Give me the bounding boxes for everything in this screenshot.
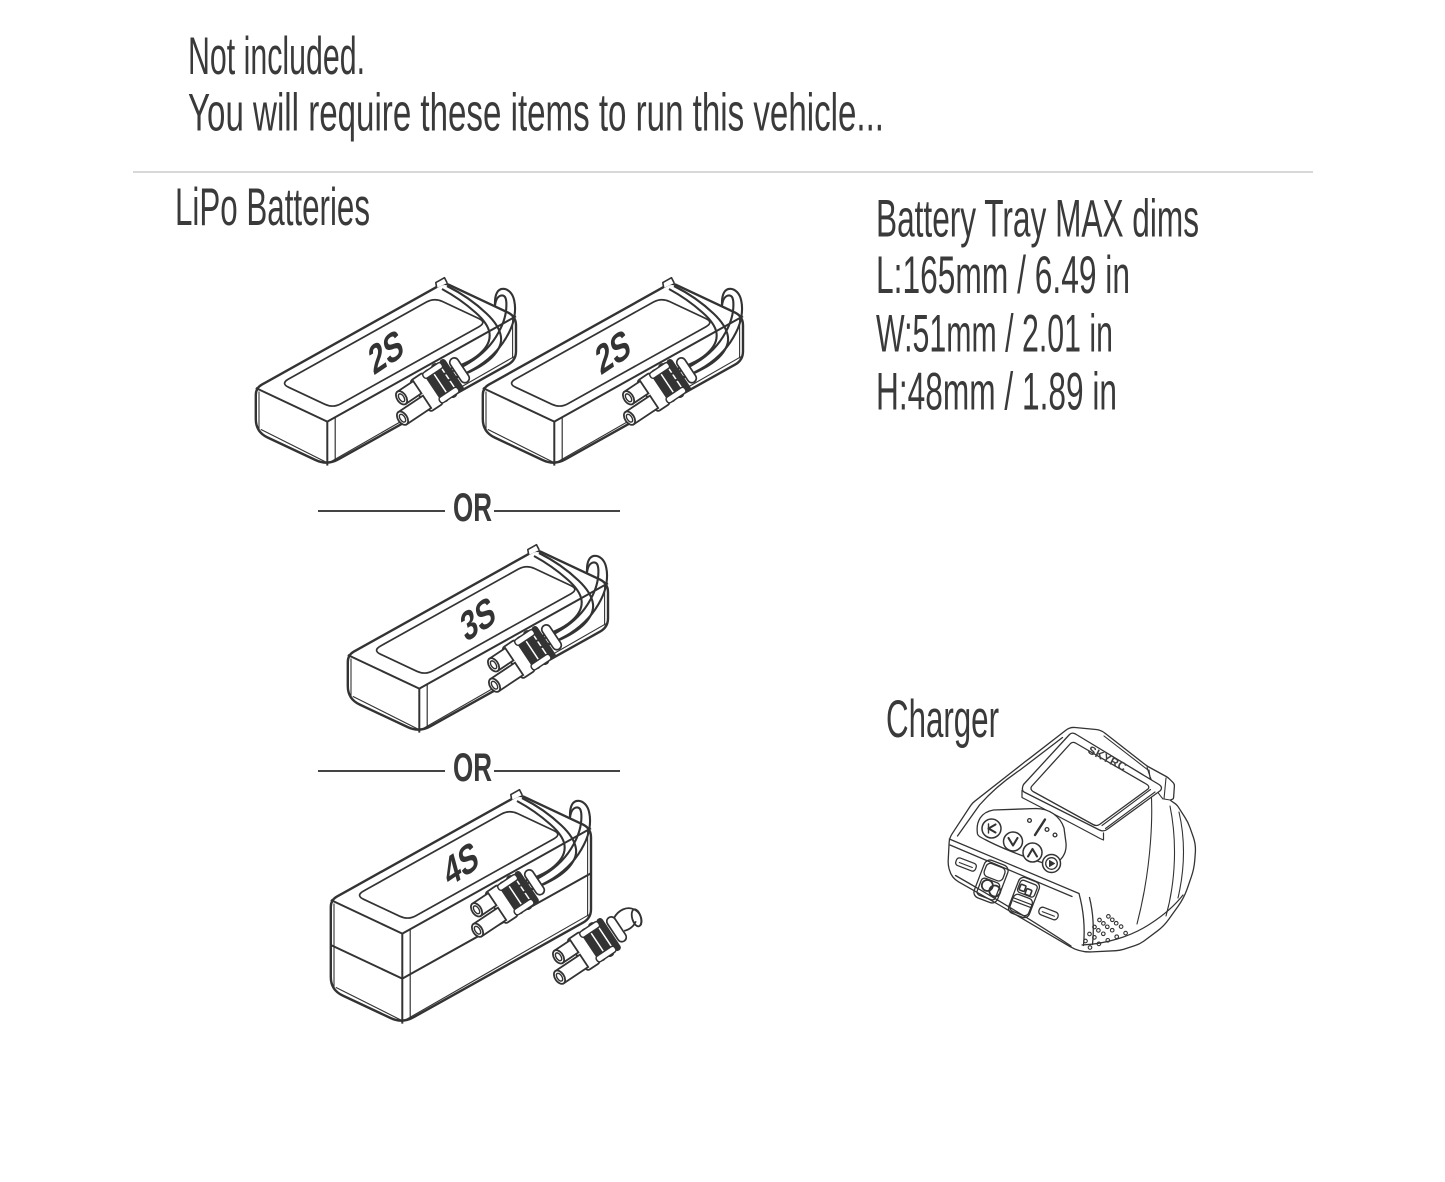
svg-text:W:51mm / 2.01 in: W:51mm / 2.01 in bbox=[876, 305, 1113, 364]
svg-text:Battery Tray MAX dims: Battery Tray MAX dims bbox=[876, 190, 1199, 249]
svg-text:Not included.: Not included. bbox=[188, 27, 365, 86]
svg-text:OR: OR bbox=[453, 746, 492, 790]
svg-text:L:165mm / 6.49 in: L:165mm / 6.49 in bbox=[876, 246, 1130, 305]
svg-text:OR: OR bbox=[453, 486, 492, 530]
svg-text:LiPo Batteries: LiPo Batteries bbox=[175, 178, 370, 237]
svg-text:H:48mm / 1.89 in: H:48mm / 1.89 in bbox=[876, 363, 1117, 422]
svg-text:You will require these items t: You will require these items to run this… bbox=[188, 84, 884, 143]
svg-text:Charger: Charger bbox=[886, 690, 999, 749]
